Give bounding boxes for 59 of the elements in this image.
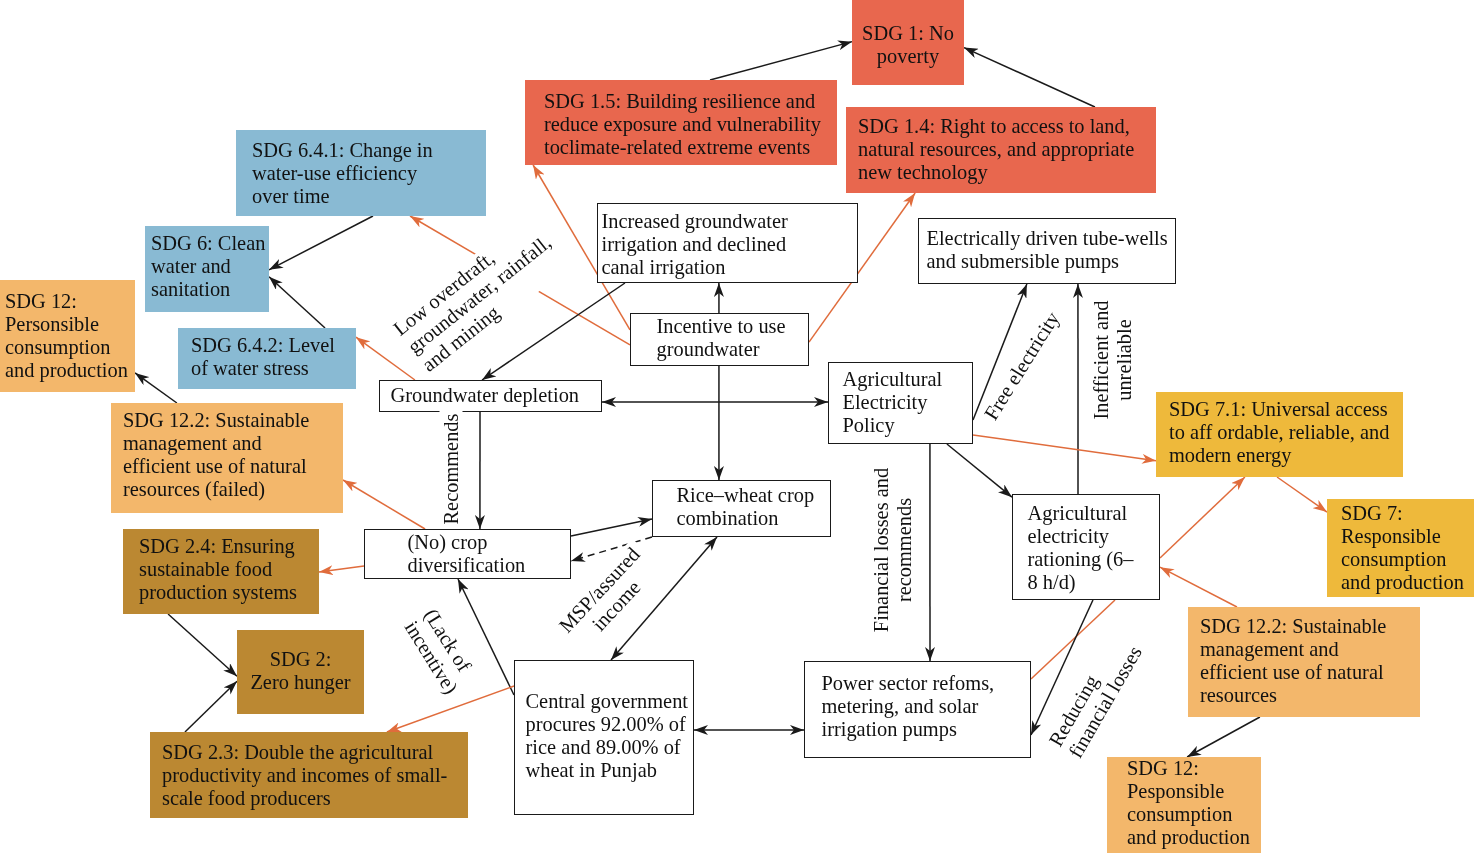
arrow (972, 283, 1028, 421)
arrow (268, 215, 374, 271)
arrow (570, 516, 653, 537)
goal-box: SDG 2.3: Double the agricultural productivity and incomes of small-scale food producers (150, 732, 468, 818)
arrow (610, 536, 718, 661)
process-box: Agricultural electricity rationing (6–8 h/d) (1012, 494, 1160, 600)
arrow (1159, 566, 1238, 608)
arrow (925, 443, 935, 662)
arrow (1186, 716, 1261, 758)
process-box: Increased groundwater irrigation and declined canal irrigation (597, 203, 858, 283)
arrow (1159, 476, 1246, 559)
process-box: (No) crop diversification (364, 529, 571, 579)
goal-box: SDG 1: No poverty (852, 0, 964, 85)
process-box: Agricultural Electricity Policy (828, 362, 973, 444)
goal-box: SDG 6.4.2: Level of water stress (178, 328, 356, 389)
arrow (1276, 476, 1328, 513)
goal-box: SDG 6: Clean water and sanitation (145, 226, 269, 312)
arrow (386, 685, 515, 733)
process-box: Electrically driven tube-wells and submersible pumps (918, 218, 1176, 284)
arrow (713, 282, 724, 314)
goal-box: SDG 2: Zero hunger (237, 630, 364, 714)
arrow (693, 724, 805, 735)
arrow (167, 613, 238, 677)
goal-box: SDG 12.2: Sustainable management and efficient use of natural resources (1188, 607, 1420, 717)
goal-box: SDG 7.1: Universal access to aff ordable, reliable, and modern energy (1156, 392, 1403, 477)
arrow (963, 46, 1096, 108)
arrow (601, 397, 829, 407)
goal-box: SDG 2.4: Ensuring sustainable food production systems (123, 529, 319, 614)
arrow (268, 276, 326, 329)
process-box: Incentive to use groundwater (630, 313, 809, 366)
arrow (355, 336, 416, 381)
goal-box: SDG 6.4.1: Change in water-use efficiency over time (236, 130, 486, 216)
arrow (570, 536, 653, 562)
arrow (342, 479, 426, 530)
goal-box: SDG 12: Personsible consumption and production (0, 280, 135, 392)
arrow (946, 443, 1013, 498)
arrow (713, 365, 724, 481)
arrow (474, 411, 485, 530)
goal-box: SDG 7: Responsible consumption and production (1327, 499, 1474, 597)
goal-box: SDG 1.5: Building resilience and reduce exposure and vulnerability toclimate-related extreme events (525, 80, 837, 165)
arrow (808, 192, 916, 343)
arrow (1030, 599, 1094, 736)
arrow (481, 282, 626, 381)
connector-line (1030, 599, 1116, 680)
arrow (184, 680, 238, 733)
goal-box: SDG 1.4: Right to access to land, natural resources, and appropriate new technology (846, 107, 1156, 193)
arrow (972, 434, 1157, 464)
arrow (1072, 283, 1083, 495)
arrow (318, 565, 365, 576)
process-box: Central government procures 92.00% of rice and 89.00% of wheat in Punjab (514, 660, 694, 815)
process-box: Rice–wheat crop combination (652, 480, 831, 537)
process-box: Power sector refoms, metering, and solar irrigation pumps (804, 661, 1031, 758)
arrow (134, 372, 178, 404)
goal-box: SDG 12: Pesponsible consumption and production (1107, 757, 1261, 853)
process-box: Groundwater depletion (379, 380, 602, 412)
arrow (709, 40, 853, 81)
arrow (532, 164, 631, 331)
arrow (457, 578, 515, 696)
goal-box: SDG 12.2: Sustainable management and efficient use of natural resources (failed) (111, 403, 343, 513)
